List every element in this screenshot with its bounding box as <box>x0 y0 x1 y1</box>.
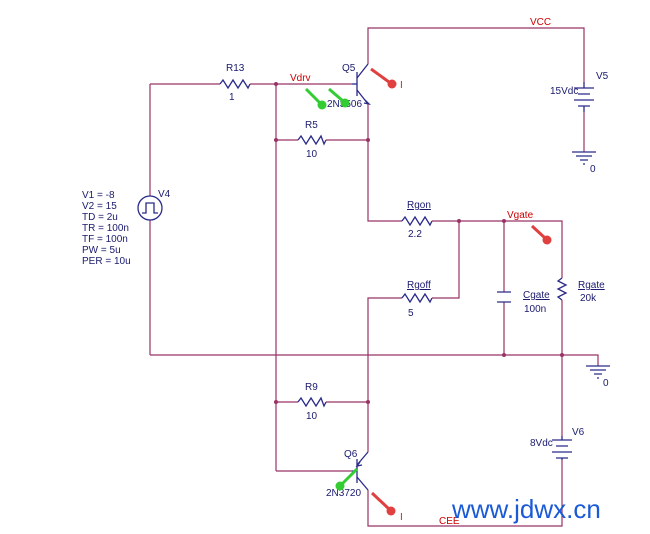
junction-dot <box>366 138 370 142</box>
q6-model: 2N3720 <box>326 488 361 499</box>
r5-name: R5 <box>305 120 318 131</box>
v6-value: 8Vdc <box>530 438 553 449</box>
voltage-probe-vdrv-2[interactable] <box>328 87 350 108</box>
v4-param: TR = 100n <box>82 223 129 234</box>
voltage-probe-q6[interactable] <box>335 467 359 491</box>
r13-value: 1 <box>229 92 235 103</box>
probe-label: I <box>400 80 403 91</box>
resistor-rgoff[interactable]: Rgoff 5 <box>401 280 433 319</box>
resistor-r13[interactable]: R13 1 <box>219 63 251 103</box>
junction-dot <box>502 353 506 357</box>
wires <box>149 27 599 527</box>
dc-source-v5[interactable]: 15Vdc V5 <box>550 71 609 112</box>
r9-name: R9 <box>305 382 318 393</box>
cgate-name: Cgate <box>523 290 550 301</box>
rgoff-value: 5 <box>408 308 414 319</box>
resistor-rgon[interactable]: Rgon 2.2 <box>401 200 433 240</box>
v4-param: TF = 100n <box>82 234 128 245</box>
rgon-value: 2.2 <box>408 229 422 240</box>
transistor-q6[interactable]: Q6 2N3720 <box>326 449 369 499</box>
ground-symbol-top: 0 <box>572 151 596 175</box>
junction-dot <box>366 400 370 404</box>
net-label-vcc: VCC <box>530 17 551 28</box>
current-probe-q6[interactable]: I <box>370 491 403 523</box>
junction-dot <box>274 400 278 404</box>
voltage-probe-vdrv-1[interactable] <box>304 87 327 110</box>
v4-param: PW = 5u <box>82 245 121 256</box>
cgate-value: 100n <box>524 304 546 315</box>
r13-name: R13 <box>226 63 245 74</box>
rgoff-name: Rgoff <box>407 280 431 291</box>
rgate-value: 20k <box>580 293 597 304</box>
resistor-r5[interactable]: R5 10 <box>297 120 327 160</box>
ground-symbol-mid: 0 <box>586 365 610 389</box>
v5-value: 15Vdc <box>550 86 578 97</box>
q5-name: Q5 <box>342 63 356 74</box>
v4-param: V1 = -8 <box>82 190 115 201</box>
net-label-vgate: Vgate <box>507 210 534 221</box>
v4-param: TD = 2u <box>82 212 118 223</box>
v6-name: V6 <box>572 427 585 438</box>
junction-dot <box>502 219 506 223</box>
voltage-probe-vgate[interactable] <box>530 224 552 245</box>
v5-name: V5 <box>596 71 609 82</box>
junction-dots <box>274 82 564 404</box>
v4-name: V4 <box>158 189 171 200</box>
net-label-vdrv: Vdrv <box>290 73 311 84</box>
junction-dot <box>457 219 461 223</box>
q6-name: Q6 <box>344 449 358 460</box>
v4-param: V2 = 15 <box>82 201 117 212</box>
dc-source-v6[interactable]: 8Vdc V6 <box>530 427 585 460</box>
r5-value: 10 <box>306 149 318 160</box>
current-probe-q5[interactable]: I <box>370 67 403 91</box>
net-label-cee: CEE <box>439 516 460 527</box>
junction-dot <box>560 353 564 357</box>
capacitor-cgate[interactable]: Cgate 100n <box>497 290 550 315</box>
v4-param: PER = 10u <box>82 256 131 267</box>
resistor-r9[interactable]: R9 10 <box>297 382 327 422</box>
resistor-rgate[interactable]: Rgate 20k <box>556 277 605 304</box>
watermark-text: www.jdwx.cn <box>451 494 601 524</box>
v4-parameters: V1 = -8 V2 = 15 TD = 2u TR = 100n TF = 1… <box>82 190 131 267</box>
junction-dot <box>274 82 278 86</box>
probe-label: I <box>400 512 403 523</box>
r9-value: 10 <box>306 411 318 422</box>
pulse-source-v4[interactable]: V4 <box>137 189 171 221</box>
rgon-name: Rgon <box>407 200 431 211</box>
ground-label: 0 <box>603 378 609 389</box>
rgate-name: Rgate <box>578 280 605 291</box>
junction-dot <box>274 138 278 142</box>
ground-label: 0 <box>590 164 596 175</box>
